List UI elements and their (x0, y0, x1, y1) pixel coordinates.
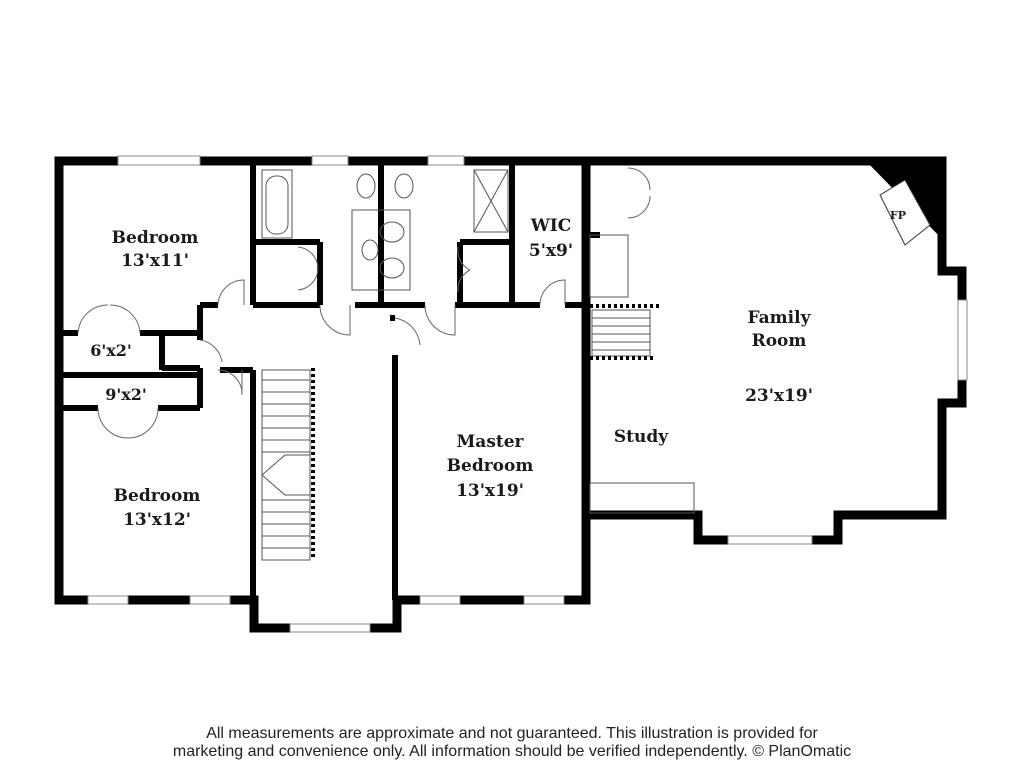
closet1-size: 6'x2' (90, 341, 132, 360)
master-name-line1: Master (456, 432, 524, 452)
stairs (261, 309, 651, 561)
study-name: Study (614, 427, 669, 447)
bedroom1-size: 13'x11' (121, 251, 189, 271)
fixtures (261, 169, 695, 514)
railings (311, 304, 662, 560)
interior-walls (59, 161, 600, 600)
wic-name: WIC (530, 216, 572, 236)
disclaimer-line2: marketing and convenience only. All info… (172, 743, 852, 760)
bedroom2-size: 13'x12' (123, 510, 191, 530)
doors (77, 167, 651, 439)
family-name-line1: Family (748, 308, 812, 328)
fireplace-icon: FP (879, 179, 931, 246)
master-name-line2: Bedroom (447, 456, 534, 476)
family-name-line2: Room (752, 331, 807, 351)
bedroom2-name: Bedroom (114, 486, 201, 506)
wic-size: 5'x9' (529, 241, 573, 261)
closet2-size: 9'x2' (105, 385, 147, 404)
windows (87, 155, 968, 633)
bedroom1-name: Bedroom (112, 228, 199, 248)
family-size: 23'x19' (745, 386, 813, 406)
disclaimer-line1: All measurements are approximate and not… (206, 725, 818, 742)
fireplace-label: FP (890, 209, 906, 222)
master-size: 13'x19' (456, 481, 524, 501)
